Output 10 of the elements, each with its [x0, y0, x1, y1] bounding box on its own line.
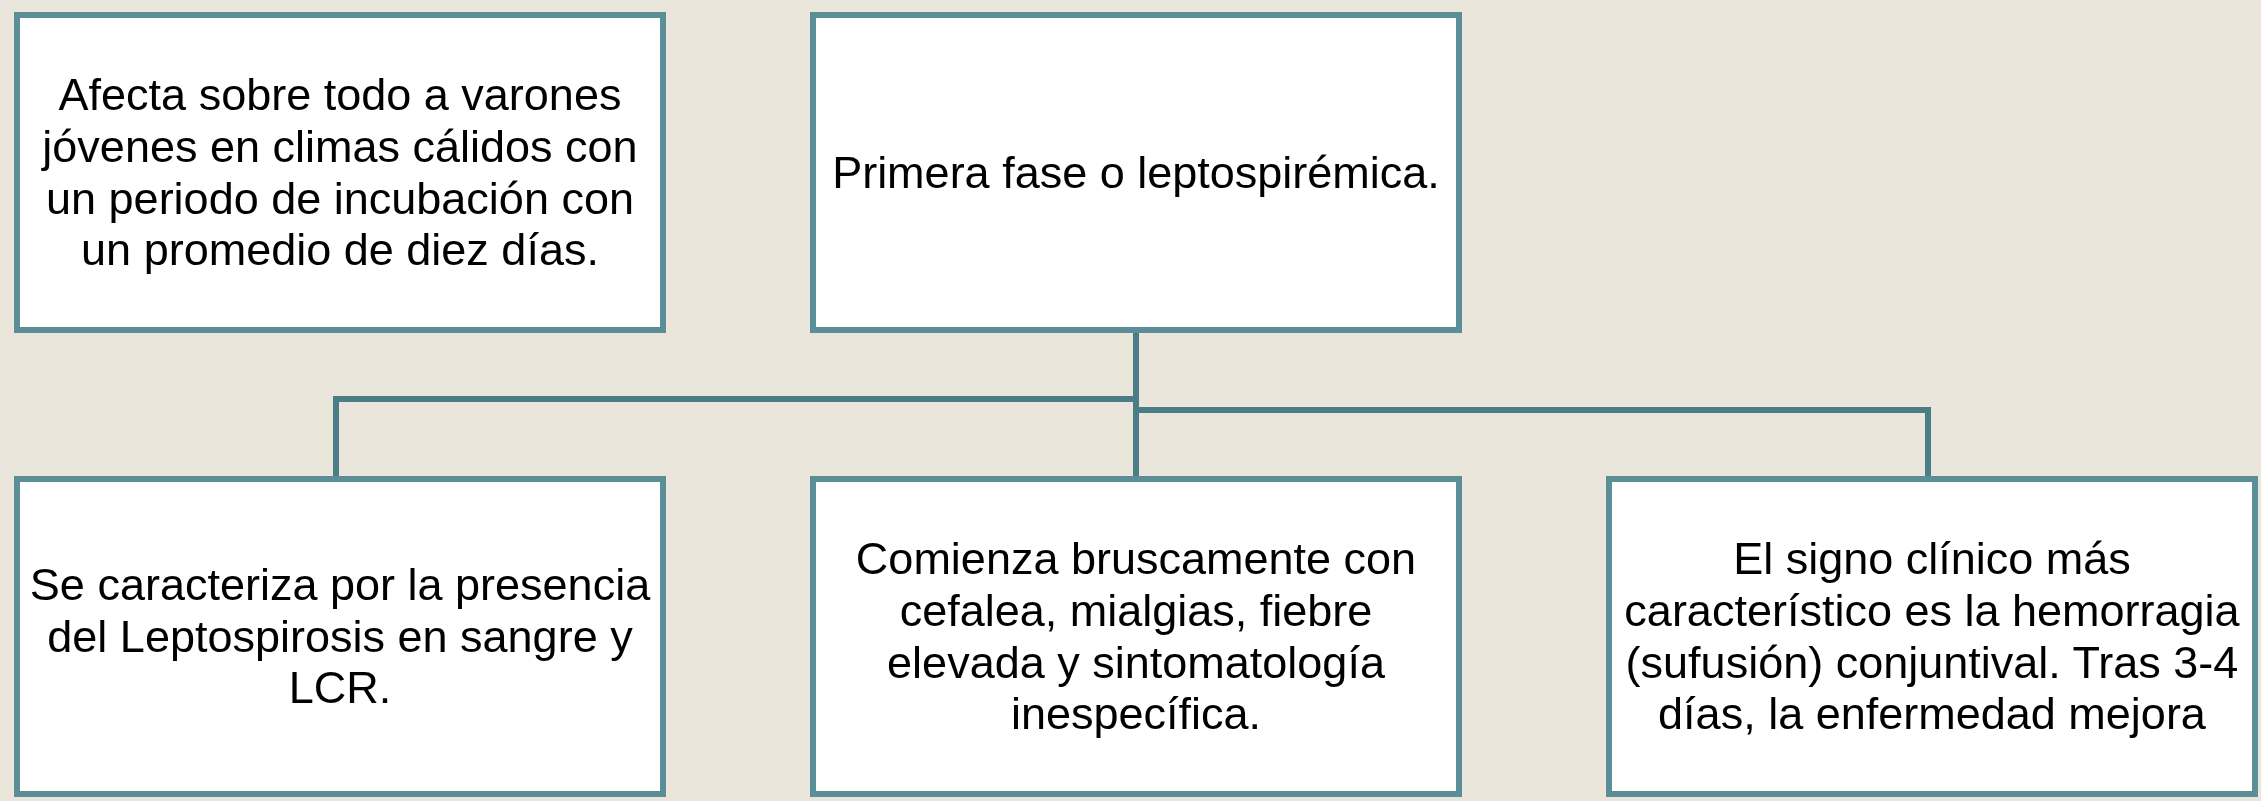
- text-box: [810, 476, 1462, 797]
- text-box: [810, 12, 1462, 333]
- box-text: Comienza bruscamente con cefalea, mialgias, fiebre elevada y sintomatología inespecífica.: [854, 533, 1418, 740]
- box-text: Primera fase o leptospirémica.: [832, 146, 1440, 199]
- text-box: [1606, 476, 2258, 797]
- text-box: [14, 476, 666, 797]
- box-text: Afecta sobre todo a varones jóvenes en climas cálidos con un periodo de incubación con un promedio de diez días.: [40, 69, 639, 276]
- box-text: Se caracteriza por la presencia del Leptospirosis en sangre y LCR.: [28, 558, 652, 715]
- text-box: [14, 12, 666, 333]
- box-text: El signo clínico más característico es la hemorragia (sufusión) conjuntival. Tras 3-4 días, la enfermedad mejora: [1623, 533, 2241, 740]
